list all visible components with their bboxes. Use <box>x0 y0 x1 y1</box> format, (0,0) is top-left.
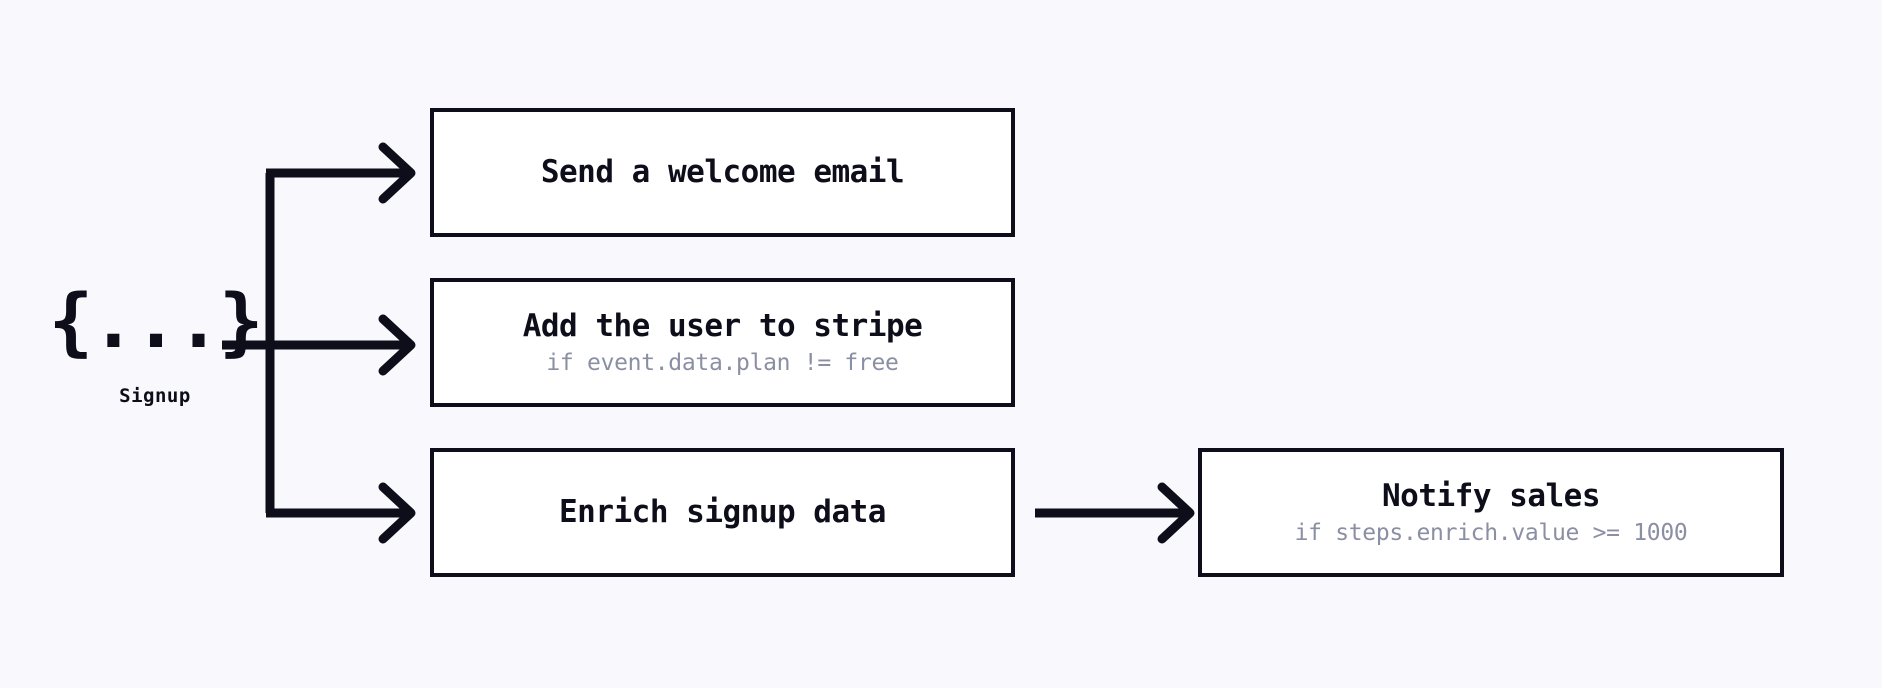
step-node-add-the-user-to-stripe[interactable]: Add the user to stripe if event.data.pla… <box>430 278 1015 407</box>
json-braces-icon: {...} <box>48 279 264 365</box>
step-title: Add the user to stripe <box>522 307 923 344</box>
step-condition: if steps.enrich.value >= 1000 <box>1294 519 1688 546</box>
connector-step3-to-step4-arrowhead <box>1157 482 1195 544</box>
step-title: Send a welcome email <box>540 153 905 190</box>
trigger-label: Signup <box>119 385 191 407</box>
step-condition: if event.data.plan != free <box>546 349 899 376</box>
step-node-enrich-signup-data[interactable]: Enrich signup data <box>430 448 1015 577</box>
connector-branch-1-arrowhead <box>378 142 416 204</box>
step-node-notify-sales[interactable]: Notify sales if steps.enrich.value >= 10… <box>1198 448 1784 577</box>
connector-branch-2-arrowhead <box>378 314 416 376</box>
step-node-send-a-welcome-email[interactable]: Send a welcome email <box>430 108 1015 237</box>
step-title: Enrich signup data <box>559 493 886 530</box>
step-title: Notify sales <box>1382 477 1600 514</box>
connector-branch-3-arrowhead <box>378 482 416 544</box>
trigger-node[interactable]: {...} Signup <box>49 285 264 407</box>
